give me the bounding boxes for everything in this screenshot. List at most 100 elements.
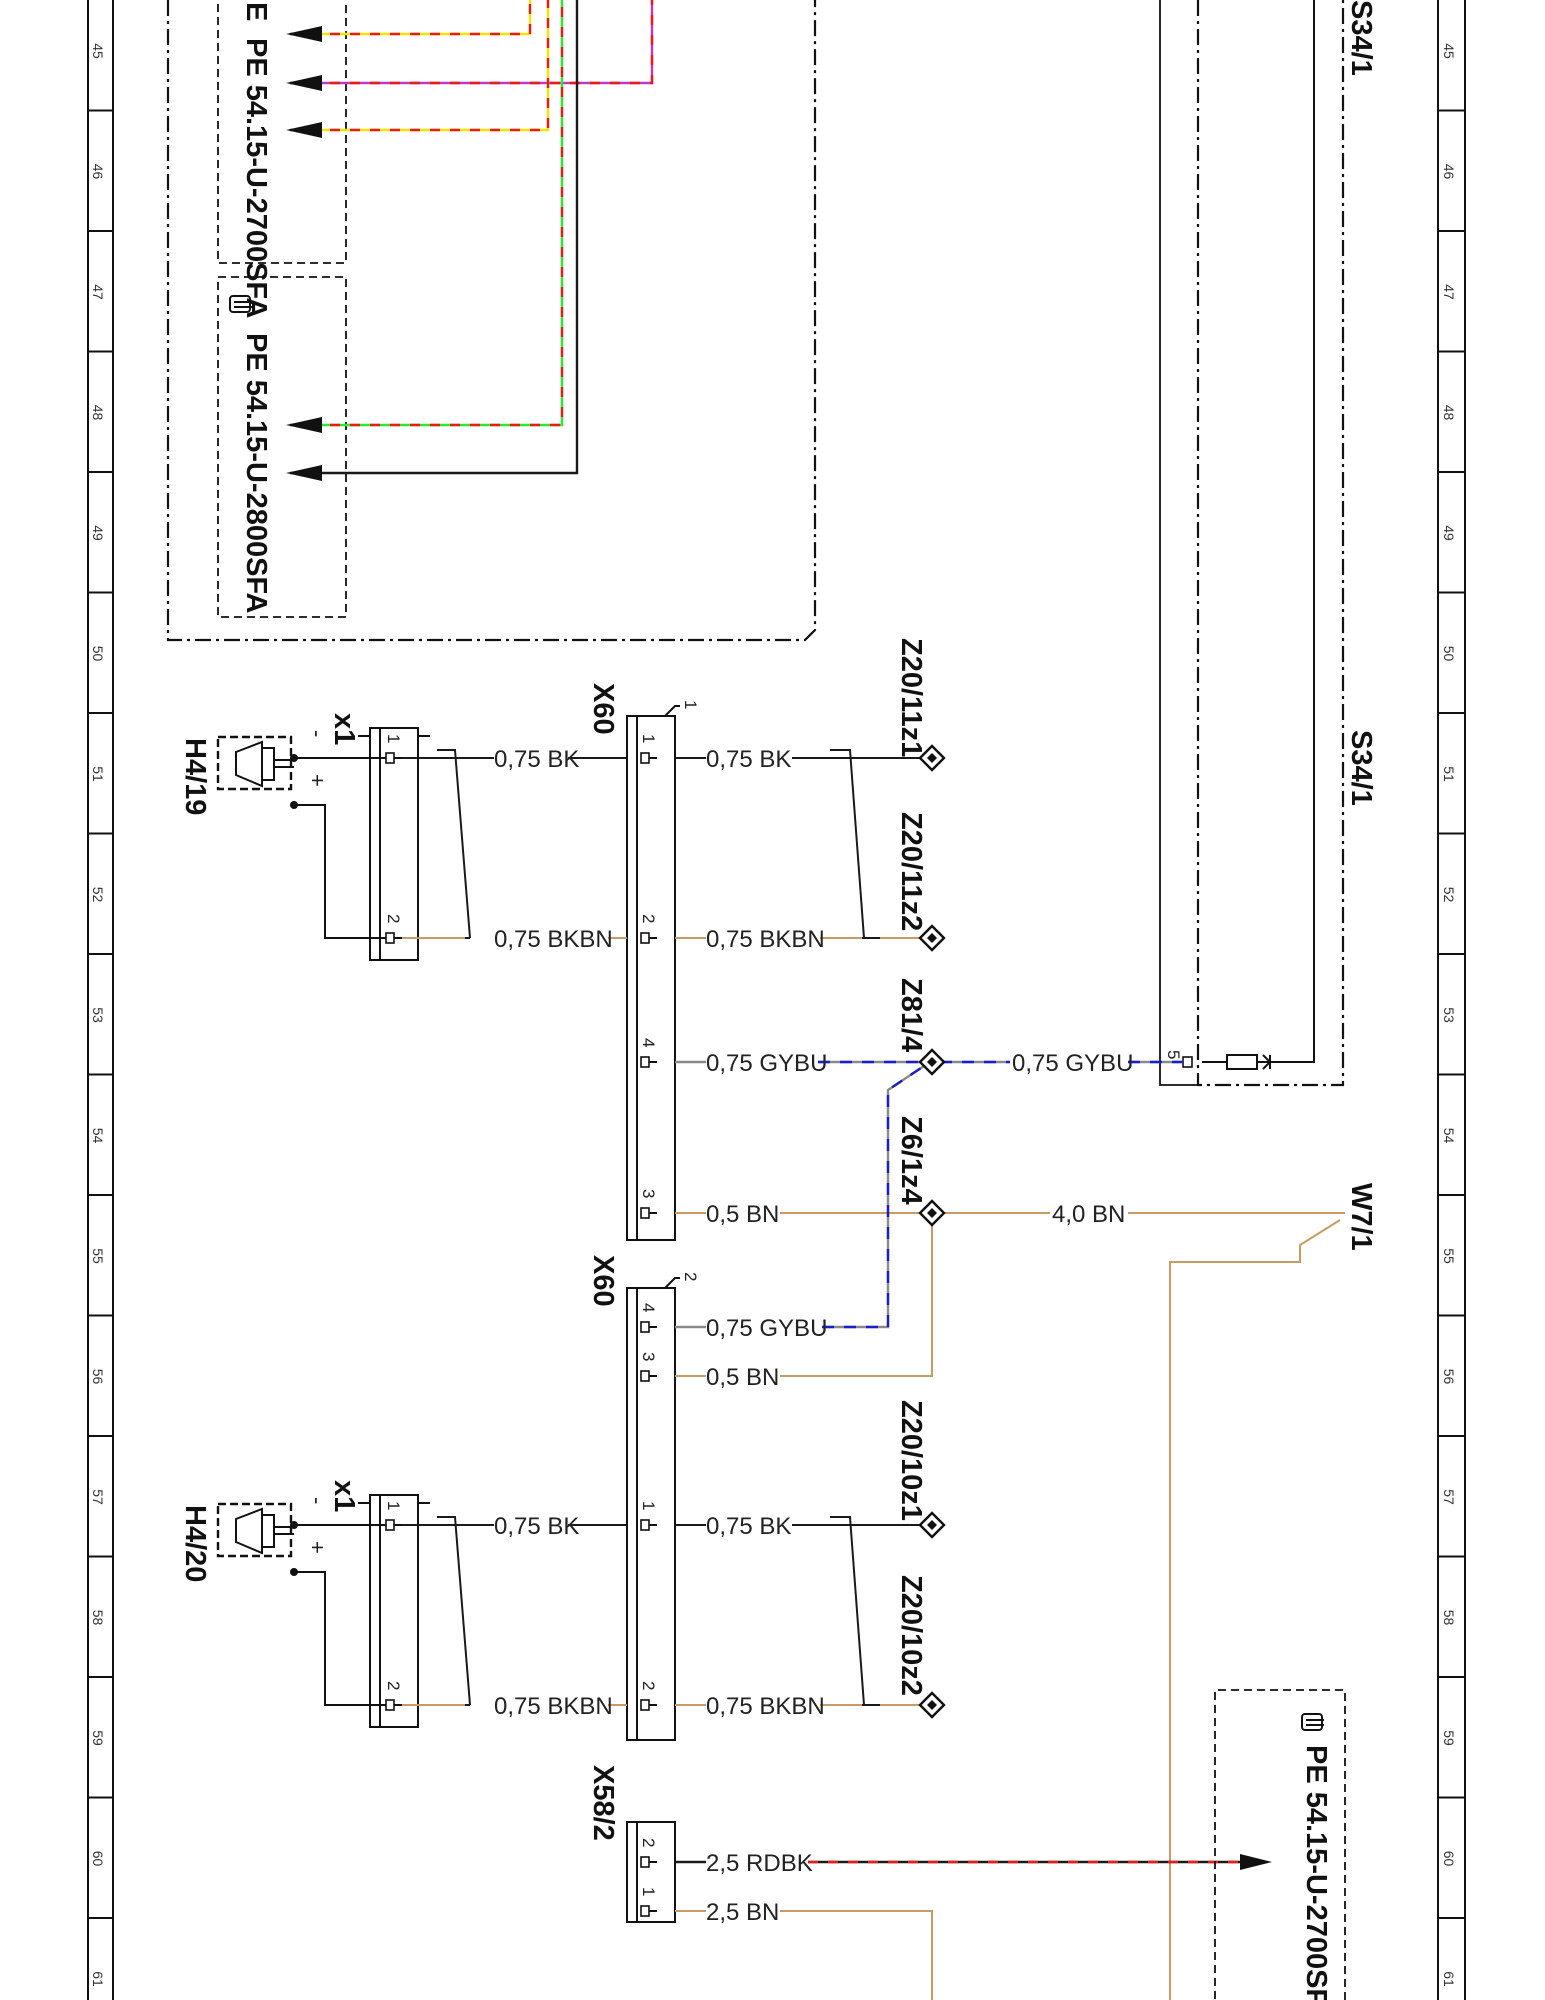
grid-ticks	[88, 109, 1465, 1919]
wire-label: 0,75 GYBU	[1012, 1050, 1133, 1077]
grid-label-right: 52	[1441, 887, 1457, 903]
wire-x60c-p1[interactable]	[675, 1516, 920, 1706]
top-wire-3[interactable]	[290, 0, 550, 132]
grid-label-right: 45	[1441, 43, 1457, 59]
pin-label: 4	[639, 1303, 658, 1312]
top-arrows	[286, 26, 322, 481]
pin-label: 1	[384, 1501, 403, 1510]
pin-terminal	[385, 1699, 402, 1711]
node-label-z6-1z4[interactable]: Z6/1z4	[895, 1116, 927, 1205]
node-label-z20-10z2[interactable]: Z20/10z2	[895, 1575, 927, 1696]
connector-x60-1[interactable]	[626, 705, 680, 1241]
connector-x1-b[interactable]	[358, 1494, 430, 1728]
s34-module	[1159, 0, 1345, 1087]
splice-node[interactable]	[918, 1048, 946, 1076]
reference-lead-e: E	[240, 2, 272, 21]
connector-label-x60-1: X60	[587, 683, 619, 735]
grid-label-right: 54	[1441, 1128, 1457, 1144]
splice-node[interactable]	[918, 1199, 946, 1227]
pin-label: 1	[384, 734, 403, 743]
pin-label: 5	[1164, 1050, 1183, 1059]
grid-label-right: 59	[1441, 1730, 1457, 1746]
grid-label-left: 46	[90, 164, 106, 180]
wire-x58-p1[interactable]	[675, 1910, 933, 2000]
top-wire-1[interactable]	[290, 0, 532, 36]
wire-label: 2,5 RDBK	[706, 1850, 813, 1877]
speaker-h4-20[interactable]	[216, 1502, 294, 1558]
reference-2700sf-bottom[interactable]: PE 54.15-U-2700SF	[1300, 1745, 1332, 2000]
node-label-z20-11z1[interactable]: Z20/11z1	[895, 638, 927, 757]
speaker-h4-19[interactable]	[216, 735, 295, 791]
pin-label: 3	[639, 1352, 658, 1361]
connector-label-x1-a: x1	[328, 713, 360, 745]
wire-x60a-p1[interactable]	[675, 749, 920, 939]
grid-label-right: 55	[1441, 1248, 1457, 1264]
module-box-top	[166, 0, 817, 642]
pin-terminal	[640, 1856, 657, 1868]
node-label-z20-10z1[interactable]: Z20/10z1	[895, 1400, 927, 1521]
wire-label: 2,5 BN	[706, 1899, 779, 1926]
grid-label-left: 55	[90, 1248, 106, 1264]
wire-label: 0,5 BN	[706, 1364, 779, 1391]
grid-label-right: 53	[1441, 1007, 1457, 1023]
pin-terminal	[640, 1056, 657, 1068]
pin-label: 2	[639, 1681, 658, 1690]
wire-x60b-p3[interactable]	[675, 1213, 933, 1377]
pin-terminal	[640, 1519, 657, 1531]
pin-terminal	[640, 1207, 657, 1219]
pin-terminal	[385, 932, 402, 944]
node-label-z81-4[interactable]: Z81/4	[895, 978, 927, 1052]
pin-terminal	[640, 1905, 657, 1917]
polarity-plus: +	[305, 1541, 330, 1554]
splice-node[interactable]	[918, 1511, 946, 1539]
pin-label: 1	[639, 1501, 658, 1510]
wire-label: 0,75 BKBN	[494, 926, 613, 953]
wire-h419-p1[interactable]	[388, 749, 627, 939]
wire-z6-w7[interactable]	[940, 1212, 1345, 2000]
grid-label-right: 48	[1441, 405, 1457, 421]
top-wire-2[interactable]	[290, 0, 654, 85]
grid-label-left: 59	[90, 1730, 106, 1746]
grid-label-right: 50	[1441, 646, 1457, 662]
connector-x60-2[interactable]	[626, 1277, 680, 1741]
wire-label: 0,5 BN	[706, 1201, 779, 1228]
splice-node[interactable]	[918, 924, 946, 952]
speaker-label-h4-19: H4/19	[179, 738, 211, 815]
connector-x58-2[interactable]	[626, 1821, 676, 1923]
node-label-z20-11z2[interactable]: Z20/11z2	[895, 812, 927, 931]
pointing-hand-icon	[1301, 1713, 1324, 1731]
reference-2700sfa-top[interactable]: PE 54.15-U-2700SFA	[240, 38, 272, 319]
pin-terminal	[640, 1370, 657, 1382]
top-wire-4[interactable]	[290, 0, 564, 427]
grid-label-right: 56	[1441, 1369, 1457, 1385]
polarity-minus: -	[305, 1497, 330, 1504]
wire-label: 0,75 BK	[494, 1513, 579, 1540]
pin-label: 2	[384, 914, 403, 923]
wire-label: 0,75 BK	[494, 746, 579, 773]
wire-x60b-p4[interactable]	[675, 1061, 931, 1329]
grid-label-left: 57	[90, 1489, 106, 1505]
pin-label: 1	[639, 734, 658, 743]
connector-number-x60-2: 2	[681, 1272, 700, 1281]
connector-label-x58-2: X58/2	[587, 1765, 619, 1841]
pin-terminal	[1182, 1056, 1193, 1068]
top-wire-5[interactable]	[290, 0, 579, 475]
grid-label-left: 52	[90, 887, 106, 903]
connector-x1-a[interactable]	[358, 727, 430, 961]
pin-terminal	[640, 752, 657, 764]
grid-label-left: 48	[90, 405, 106, 421]
polarity-plus: +	[305, 774, 330, 787]
wire-h420-p1[interactable]	[388, 1516, 627, 1706]
reference-2800sfa[interactable]: PE 54.15-U-2800SFA	[240, 333, 272, 614]
wire-label: 0,75 BK	[706, 746, 791, 773]
grid-label-right: 58	[1441, 1610, 1457, 1626]
splice-node[interactable]	[918, 1691, 946, 1719]
splice-node[interactable]	[918, 744, 946, 772]
splice-nodes	[918, 744, 946, 1719]
grid-label-left: 51	[90, 766, 106, 782]
pin-label: 3	[639, 1189, 658, 1198]
